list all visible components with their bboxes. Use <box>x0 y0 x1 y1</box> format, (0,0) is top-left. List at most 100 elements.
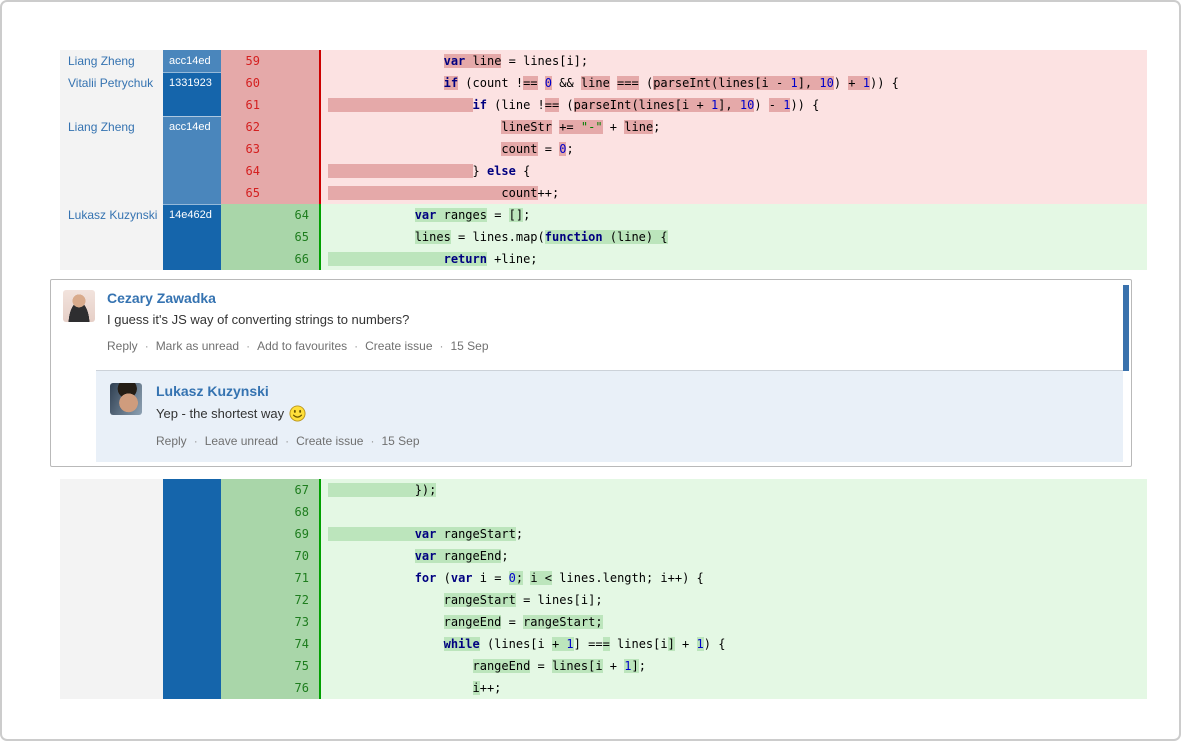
code-token-highlighted: lineStr <box>501 120 552 134</box>
avatar-cezary-zawadka[interactable] <box>63 290 95 322</box>
comment-action-leave-unread[interactable]: Leave unread <box>204 434 279 448</box>
commit-hash-link[interactable]: 14e462d <box>163 204 221 226</box>
code-token-highlighted: "-" <box>580 120 603 134</box>
code-token-highlighted: rangeStart; <box>523 615 603 629</box>
code-token-highlighted <box>465 54 473 68</box>
code-token: ; <box>501 549 509 563</box>
line-number-new[interactable]: 74 <box>270 633 319 655</box>
line-number-new[interactable]: 71 <box>270 567 319 589</box>
code-token: )) { <box>790 98 820 112</box>
line-number-new[interactable]: 69 <box>270 523 319 545</box>
commit-hash-link <box>163 677 221 699</box>
author-link <box>60 655 163 677</box>
code-token: ; <box>653 120 661 134</box>
unread-indicator-bar <box>1123 285 1129 371</box>
code-line: rangeEnd = rangeStart; <box>319 611 1147 633</box>
comment-action-create-issue[interactable]: Create issue <box>296 434 364 448</box>
code-token-highlighted: == <box>544 98 560 112</box>
code-token <box>328 615 444 629</box>
code-token-highlighted: rangeStart <box>443 593 516 607</box>
code-token-highlighted <box>436 208 444 222</box>
line-number-old <box>221 545 270 567</box>
author-link[interactable]: Liang Zheng <box>60 116 163 138</box>
code-line: lines = lines.map(function (line) { <box>319 226 1147 248</box>
line-number-new[interactable]: 68 <box>270 501 319 523</box>
code-token-highlighted <box>328 527 415 541</box>
code-line: count = 0; <box>319 138 1147 160</box>
commit-hash-link[interactable]: acc14ed <box>163 50 221 72</box>
code-token-highlighted: 1 <box>862 76 870 90</box>
code-line: return +line; <box>319 248 1147 270</box>
code-token: = lines.map( <box>450 230 545 244</box>
line-number-old <box>221 677 270 699</box>
line-number-new <box>270 50 319 72</box>
code-token: && <box>552 76 581 90</box>
comment-timestamp-link[interactable]: 15 Sep <box>450 339 489 353</box>
separator-dot: · <box>370 434 375 448</box>
code-token-highlighted: lines[i <box>551 659 603 673</box>
comment-author-link[interactable]: Cezary Zawadka <box>107 290 216 306</box>
author-link <box>60 633 163 655</box>
code-token <box>328 54 444 68</box>
line-number-old[interactable]: 63 <box>221 138 270 160</box>
diff-row: 69 var rangeStart; <box>60 523 1147 545</box>
avatar-lukasz-kuzynski[interactable] <box>110 383 142 415</box>
diff-row: 67 }); <box>60 479 1147 501</box>
line-number-new[interactable]: 75 <box>270 655 319 677</box>
code-token <box>328 681 473 695</box>
author-link <box>60 545 163 567</box>
diff-row: 66 return +line; <box>60 248 1147 270</box>
line-number-new[interactable]: 72 <box>270 589 319 611</box>
comment-author-link[interactable]: Lukasz Kuzynski <box>156 383 269 399</box>
line-number-new[interactable]: 65 <box>270 226 319 248</box>
line-number-old[interactable]: 59 <box>221 50 270 72</box>
line-number-new[interactable]: 76 <box>270 677 319 699</box>
line-number-new[interactable]: 64 <box>270 204 319 226</box>
line-number-old[interactable]: 61 <box>221 94 270 116</box>
line-number-old[interactable]: 60 <box>221 72 270 94</box>
code-token-highlighted: i < <box>530 571 553 585</box>
separator-dot: · <box>439 339 444 353</box>
line-number-new[interactable]: 66 <box>270 248 319 270</box>
comment-thread: Cezary Zawadka I guess it's JS way of co… <box>50 279 1132 467</box>
code-token <box>328 230 415 244</box>
commit-hash-link <box>163 633 221 655</box>
author-link[interactable]: Lukasz Kuzynski <box>60 204 163 226</box>
code-token-highlighted: rangeEnd <box>436 549 502 563</box>
commit-hash-link <box>163 523 221 545</box>
line-number-old[interactable]: 62 <box>221 116 270 138</box>
line-number-new[interactable]: 73 <box>270 611 319 633</box>
author-link[interactable]: Vitalii Petrychuk <box>60 72 163 94</box>
code-token <box>328 549 415 563</box>
comment-action-add-to-favourites[interactable]: Add to favourites <box>257 339 348 353</box>
code-token <box>610 76 617 90</box>
line-number-old[interactable]: 64 <box>221 160 270 182</box>
code-token-highlighted: if <box>443 76 459 90</box>
code-token-highlighted: ] <box>631 659 639 673</box>
comment-action-reply[interactable]: Reply <box>107 339 138 353</box>
line-number-old[interactable]: 65 <box>221 182 270 204</box>
diff-row: 75 rangeEnd = lines[i + 1]; <box>60 655 1147 677</box>
author-link[interactable]: Liang Zheng <box>60 50 163 72</box>
line-number-old <box>221 633 270 655</box>
line-number-new[interactable]: 70 <box>270 545 319 567</box>
separator-dot: · <box>144 339 149 353</box>
author-link <box>60 479 163 501</box>
code-line: rangeStart = lines[i]; <box>319 589 1147 611</box>
commit-hash-link[interactable]: acc14ed <box>163 116 221 138</box>
code-token-highlighted: 1 <box>783 98 791 112</box>
code-token-highlighted: line <box>624 120 654 134</box>
code-token-highlighted <box>328 164 473 178</box>
diff-row: 64 } else { <box>60 160 1147 182</box>
commit-hash-link[interactable]: 1331923 <box>163 72 221 94</box>
code-token: { <box>515 164 531 178</box>
comment-action-reply[interactable]: Reply <box>156 434 187 448</box>
line-number-new[interactable]: 67 <box>270 479 319 501</box>
comment-action-create-issue[interactable]: Create issue <box>365 339 433 353</box>
diff-row: 63 count = 0; <box>60 138 1147 160</box>
author-link <box>60 589 163 611</box>
comment-timestamp-link[interactable]: 15 Sep <box>381 434 420 448</box>
comment-action-mark-as-unread[interactable]: Mark as unread <box>155 339 240 353</box>
line-number-new <box>270 94 319 116</box>
